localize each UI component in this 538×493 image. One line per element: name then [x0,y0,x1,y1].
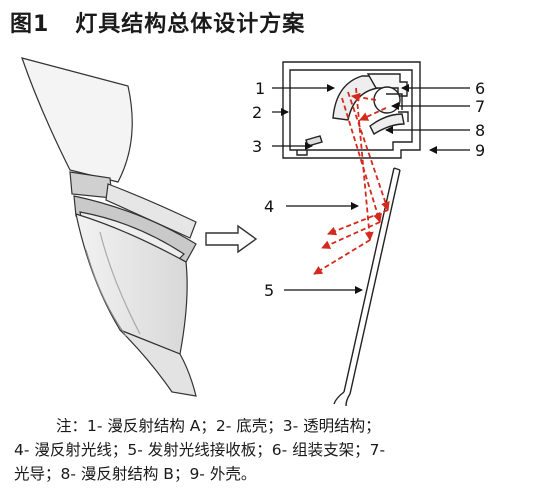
leader-lines [272,84,470,294]
label-7: 7 [475,97,485,116]
label-5: 5 [264,281,274,300]
note-line-2: 4- 漫反射光线；5- 发射光线接收板；6- 组装支架；7- [14,441,386,459]
label-8: 8 [475,121,485,140]
label-6: 6 [475,79,485,98]
structure-diagram: 1 2 3 4 5 6 7 8 9 [21,57,485,407]
label-4: 4 [264,197,274,216]
note-line-1: 注：1- 漫反射结构 A；2- 底壳；3- 透明结构； [56,417,381,435]
lamp-sketch [21,57,197,397]
note-line-3: 光导；8- 漫反射结构 B；9- 外壳。 [14,465,257,483]
housing-outline [282,61,421,159]
figure-note: 注：1- 漫反射结构 A；2- 底壳；3- 透明结构； 4- 漫反射光线；5- … [14,414,529,486]
diffuse-rays [313,87,390,275]
label-2: 2 [252,103,262,122]
label-9: 9 [475,141,485,160]
figure-title: 图1 灯具结构总体设计方案 [10,12,306,37]
label-1: 1 [255,79,265,98]
label-3: 3 [252,137,262,156]
transition-arrow-icon [205,224,258,254]
